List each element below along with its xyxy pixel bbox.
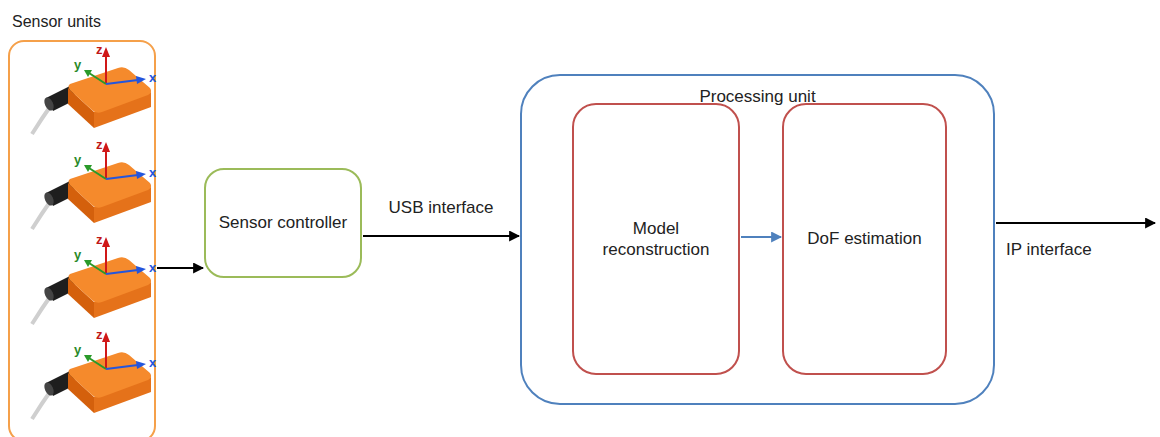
connector-arrow <box>157 267 203 269</box>
process-box: Model reconstruction <box>572 103 740 375</box>
axis-label: z <box>96 138 103 151</box>
sensor-unit-icon <box>32 47 151 134</box>
process-box: Sensor controller <box>204 168 362 278</box>
box-label: DoF estimation <box>807 228 921 249</box>
axis-label: x <box>149 356 156 369</box>
box-label: Sensor controller <box>219 212 348 233</box>
axis-label: y <box>74 153 81 166</box>
process-box: DoF estimation <box>782 103 947 375</box>
output-arrow <box>996 222 1155 224</box>
group-heading: Sensor units <box>12 12 101 32</box>
interface-label: IP interface <box>1006 240 1092 260</box>
axis-label: z <box>96 328 103 341</box>
sensor-unit-icon <box>32 142 151 229</box>
axis-label: y <box>74 248 81 261</box>
group-box: Sensor units <box>8 40 156 437</box>
interface-label: USB interface <box>387 198 496 218</box>
axis-label: x <box>149 71 156 84</box>
axis-label: x <box>149 261 156 274</box>
connector-arrow <box>363 235 519 237</box>
sensor-unit-icon <box>32 332 151 419</box>
axis-label: x <box>149 166 156 179</box>
box-label: Model reconstruction <box>586 218 726 261</box>
sensor-unit-icon <box>32 237 151 324</box>
axis-label: z <box>96 233 103 246</box>
container-box: Processing unitModel reconstructionDoF e… <box>520 74 995 405</box>
axis-label: y <box>74 343 81 356</box>
axis-label: z <box>96 43 103 56</box>
connector-arrow <box>741 236 781 238</box>
axis-label: y <box>74 58 81 71</box>
